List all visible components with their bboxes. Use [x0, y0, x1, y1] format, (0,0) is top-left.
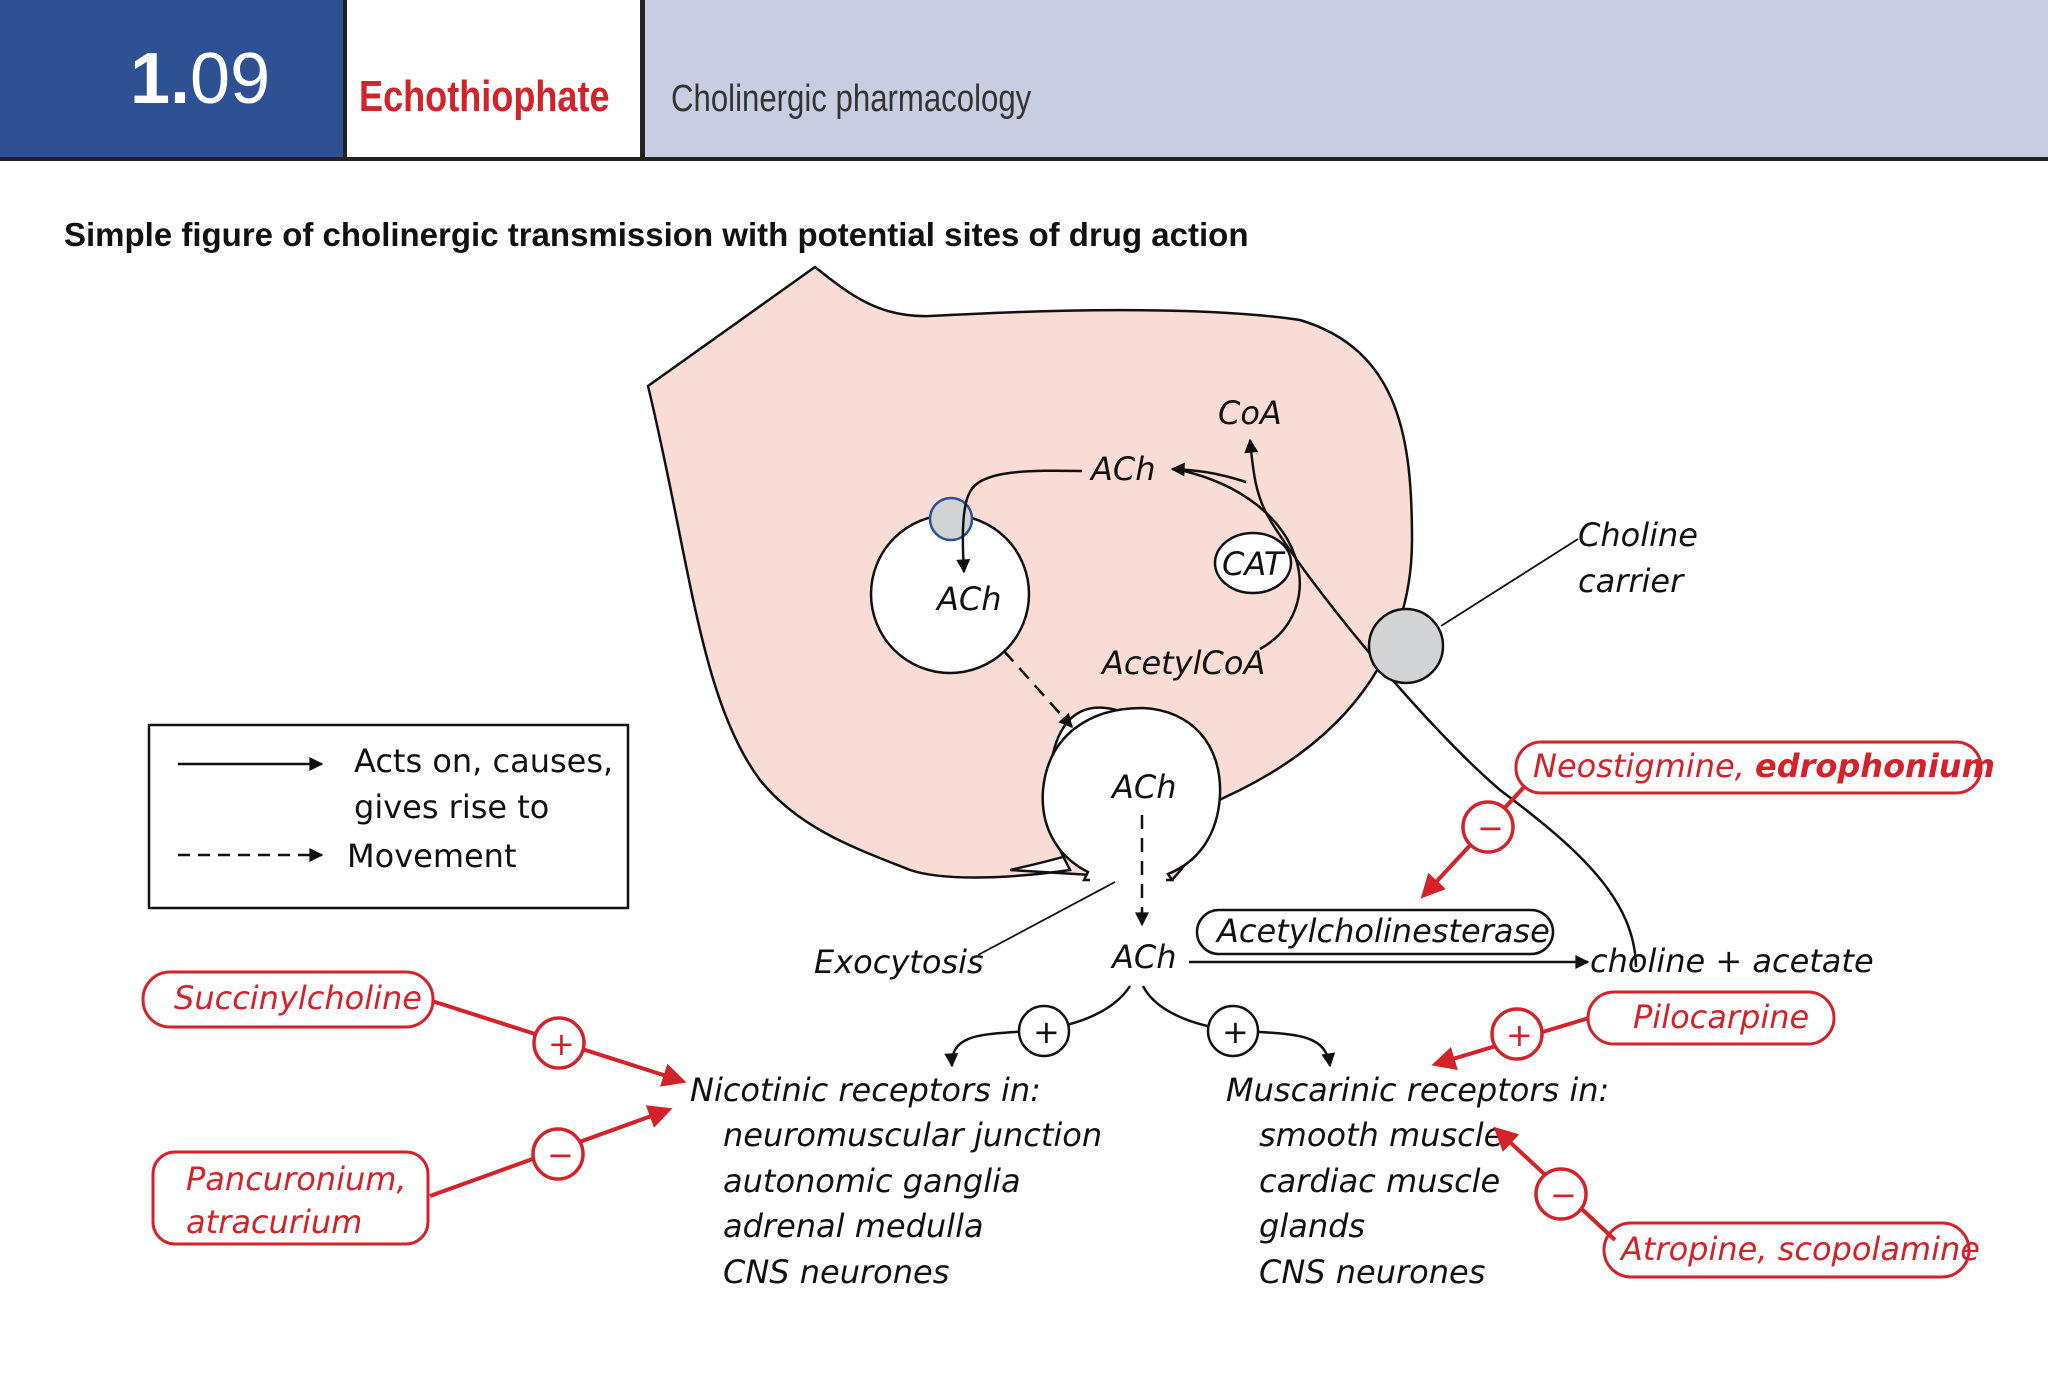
pilocarpine-stimulate-symbol: + [1506, 1016, 1533, 1054]
pilocarpine-label: Pilocarpine [1633, 998, 1809, 1036]
edrophonium-name: edrophonium [1755, 747, 1995, 785]
choline-carrier-label-1: Choline [1578, 516, 1698, 554]
choline-carrier [1367, 607, 1445, 685]
nicotinic-item: autonomic ganglia [723, 1162, 1021, 1200]
nerve-terminal [646, 265, 1414, 882]
nicotinic-item: CNS neurones [723, 1253, 949, 1291]
acetylcoa-to-ach-arrowhead [1170, 462, 1247, 484]
header-rule [0, 157, 2048, 161]
category-block: Cholinergic pharmacology [645, 0, 2048, 157]
muscarinic-stimulate-symbol: + [1222, 1013, 1249, 1051]
neostigmine-label: Neostigmine, edrophonium [1533, 747, 1995, 785]
section-number-major: 1. [130, 39, 191, 119]
nicotinic-stimulate-sign [1017, 1004, 1071, 1058]
muscarinic-item: smooth muscle [1259, 1116, 1503, 1154]
choline-carrier-label-2: carrier [1578, 562, 1685, 600]
succinylcholine-stimulate-symbol: + [548, 1025, 575, 1063]
neostigmine-box[interactable] [1514, 740, 1983, 795]
muscarinic-item: CNS neurones [1259, 1253, 1485, 1291]
ach-into-vesicle-arrow [956, 469, 1083, 574]
section-number-block: 1.09 [0, 0, 343, 157]
drug-name: Echothiophate [359, 72, 610, 121]
page-header: 1.09 Echothiophate Cholinergic pharmacol… [0, 0, 2048, 163]
nicotinic-heading: Nicotinic receptors in: [690, 1071, 1041, 1109]
nicotinic-stimulate-symbol: + [1033, 1013, 1060, 1051]
choline-carrier-pointer [1440, 538, 1579, 627]
atropine-inhibit-symbol: − [1550, 1176, 1577, 1214]
cat-enzyme [1213, 531, 1293, 595]
muscarinic-item: glands [1259, 1207, 1365, 1245]
vesicle-movement-arrow [1003, 650, 1073, 729]
exocytosis-opening [1090, 866, 1166, 886]
succinylcholine-label: Succinylcholine [174, 979, 422, 1017]
section-number-minor: 09 [190, 39, 271, 119]
release-ach-label: ACh [1110, 768, 1177, 806]
succinylcholine-stimulate-sign [532, 1016, 586, 1070]
header-divider [343, 0, 347, 157]
nicotinic-item: adrenal medulla [723, 1207, 984, 1245]
exocytosis-pointer [977, 881, 1116, 956]
legend-box [147, 723, 630, 910]
nicotinic-item: neuromuscular junction [723, 1116, 1102, 1154]
vesicle-transporter [928, 496, 974, 542]
pancuronium-box[interactable] [151, 1150, 430, 1246]
legend-solid-label-2: gives rise to [354, 788, 549, 826]
legend-dashed-label: Movement [347, 837, 517, 875]
acetylcholinesterase-box [1195, 908, 1555, 956]
legend-solid-label-1: Acts on, causes, [354, 742, 613, 780]
pilocarpine-stimulate-sign [1490, 1007, 1544, 1061]
muscarinic-item: cardiac muscle [1259, 1162, 1500, 1200]
pancuronium-inhibit-sign [531, 1127, 585, 1181]
pancuronium-inhibit-symbol: − [547, 1136, 574, 1174]
pancuronium-label-2: atracurium [186, 1203, 362, 1241]
neostigmine-name: Neostigmine, [1533, 747, 1755, 785]
acetylcholinesterase-label: Acetylcholinesterase [1215, 912, 1550, 950]
section-number: 1.09 [130, 38, 270, 120]
ach-synthesised-label: ACh [1089, 450, 1156, 488]
vesicle-ach-label: ACh [935, 580, 1002, 618]
coa-label: CoA [1218, 394, 1282, 432]
drug-name-block: Echothiophate [347, 0, 640, 157]
exocytosis-label: Exocytosis [814, 943, 984, 981]
pancuronium-label-1: Pancuronium, [186, 1160, 407, 1198]
figure-title: Simple figure of cholinergic transmissio… [64, 216, 1249, 253]
acetylcoa-label: AcetylCoA [1100, 644, 1265, 682]
synaptic-ach-label: ACh [1110, 938, 1177, 976]
neostigmine-inhibit-symbol: − [1477, 809, 1504, 847]
release-vesicle [1041, 706, 1222, 882]
neostigmine-inhibit-sign [1461, 800, 1515, 854]
hydrolysis-products: choline + acetate [1590, 942, 1874, 980]
muscarinic-heading: Muscarinic receptors in: [1226, 1071, 1609, 1109]
atropine-box[interactable] [1602, 1221, 1971, 1279]
category-name: Cholinergic pharmacology [671, 78, 1032, 120]
cat-label: CAT [1222, 545, 1286, 583]
choline-uptake-path [1244, 438, 1638, 968]
header-divider [640, 0, 645, 157]
muscarinic-stimulate-sign [1206, 1004, 1260, 1058]
atropine-label: Atropine, scopolamine [1619, 1230, 1980, 1268]
atropine-inhibit-sign [1534, 1167, 1588, 1221]
